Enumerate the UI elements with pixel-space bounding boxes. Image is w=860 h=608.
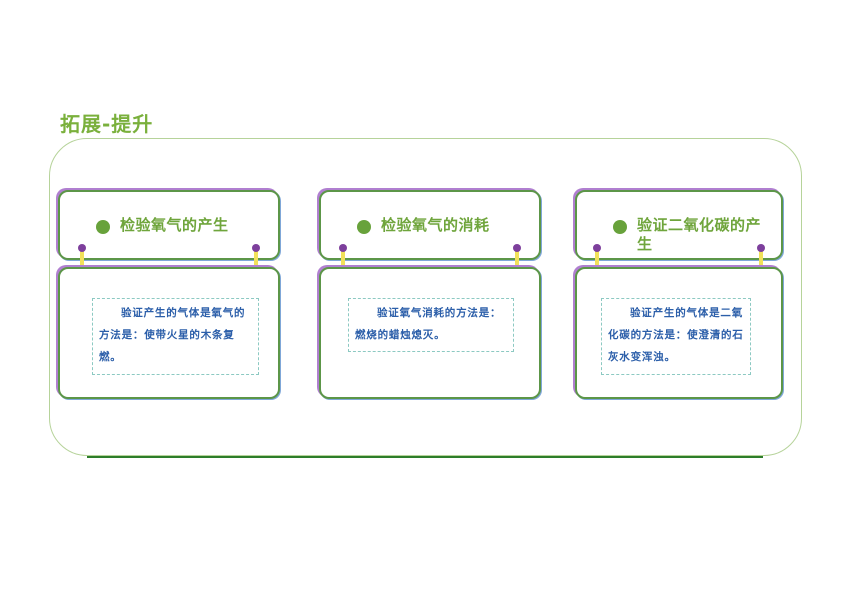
card-body: 验证产生的气体是氧气的方法是：使带火星的木条复 燃。 xyxy=(58,267,280,399)
card-co2-production: 验证二氧化碳的产生 验证产生的气体是二氧化碳的方法是：使澄清的石灰水变浑浊。 xyxy=(575,190,783,400)
card-body-text: 验证产生的气体是氧气的方法是：使带火星的木条复 燃。 xyxy=(99,307,246,363)
bullet-dot-icon xyxy=(613,220,627,234)
card-text-box: 验证产生的气体是二氧化碳的方法是：使澄清的石灰水变浑浊。 xyxy=(601,298,751,375)
card-body: 验证产生的气体是二氧化碳的方法是：使澄清的石灰水变浑浊。 xyxy=(575,267,783,399)
card-title: 验证二氧化碳的产生 xyxy=(637,216,762,253)
card-body: 验证氧气消耗的方法是：燃烧的蜡烛熄灭。 xyxy=(319,267,541,399)
card-text-box: 验证氧气消耗的方法是：燃烧的蜡烛熄灭。 xyxy=(348,298,514,352)
card-body-text: 验证氧气消耗的方法是：燃烧的蜡烛熄灭。 xyxy=(355,307,502,341)
page-title: 拓展-提升 xyxy=(60,112,154,136)
card-header: 检验氧气的产生 xyxy=(58,190,280,260)
card-title: 检验氧气的产生 xyxy=(120,216,229,234)
bottom-divider xyxy=(87,456,763,458)
card-title: 检验氧气的消耗 xyxy=(381,216,490,234)
card-body-text: 验证产生的气体是二氧化碳的方法是：使澄清的石灰水变浑浊。 xyxy=(608,307,744,363)
bullet-dot-icon xyxy=(357,220,371,234)
card-header: 验证二氧化碳的产生 xyxy=(575,190,783,260)
card-header: 检验氧气的消耗 xyxy=(319,190,541,260)
card-oxygen-production: 检验氧气的产生 验证产生的气体是氧气的方法是：使带火星的木条复 燃。 xyxy=(58,190,280,400)
card-oxygen-consumption: 检验氧气的消耗 验证氧气消耗的方法是：燃烧的蜡烛熄灭。 xyxy=(319,190,541,400)
card-text-box: 验证产生的气体是氧气的方法是：使带火星的木条复 燃。 xyxy=(92,298,259,375)
bullet-dot-icon xyxy=(96,220,110,234)
